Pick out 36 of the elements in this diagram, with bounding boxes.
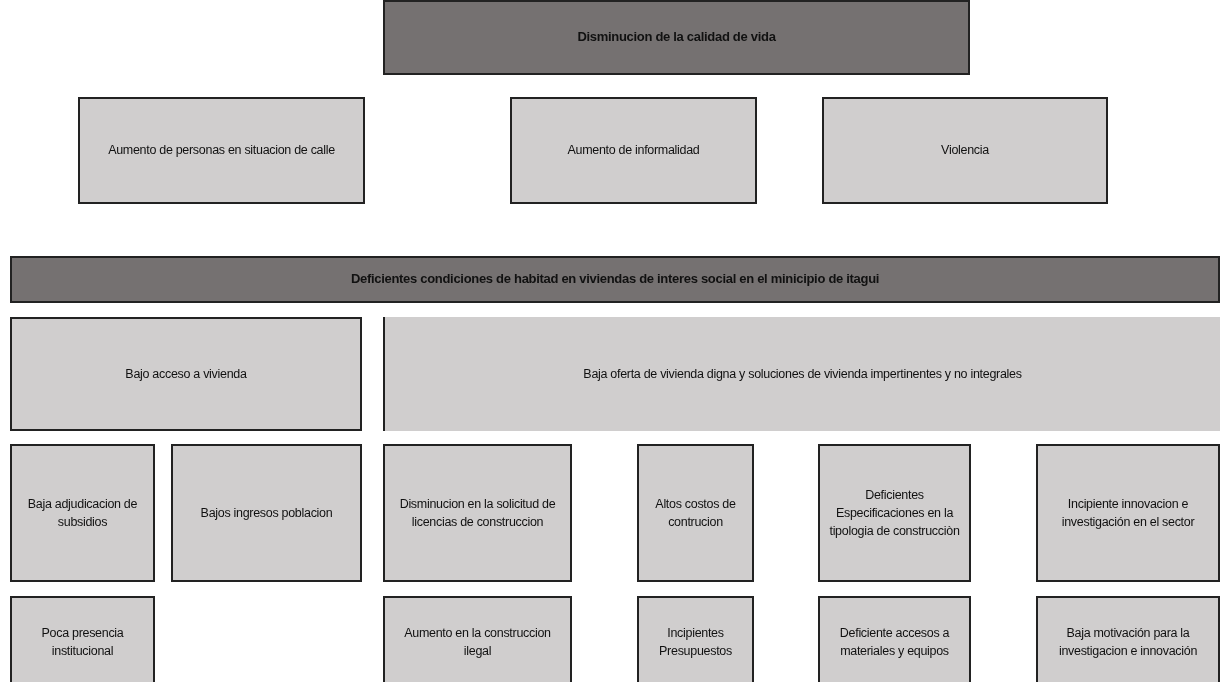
cause-box <box>1036 444 1220 582</box>
cause-box <box>10 317 362 431</box>
problem-box <box>383 0 970 75</box>
box-label: Incipientes Presupuestos <box>658 624 733 660</box>
box-label: Altos costos de contrucion <box>654 495 737 531</box>
box-label: Poca presencia institucional <box>40 624 125 660</box>
box-label: Baja motivación para la investigacion e innovación <box>1057 624 1199 660</box>
box-label: Deficiente accesos a materiales y equipos <box>838 624 951 660</box>
box-label: Deficientes Especificaciones en la tipologia de construcciòn <box>828 486 961 541</box>
cause-box <box>1036 596 1220 682</box>
cause-box <box>383 317 1220 431</box>
cause-box <box>383 596 572 682</box>
box-label: Disminucion en la solicitud de licencias de construccion <box>398 495 557 531</box>
box-label: Deficientes condiciones de habitad en viviendas de interes social en el minicipio de itagui <box>350 270 880 289</box>
cause-box <box>822 97 1108 204</box>
problem-box <box>10 256 1220 303</box>
box-label: Bajo acceso a vivienda <box>125 365 247 383</box>
cause-box <box>10 444 155 582</box>
box-label: Disminucion de la calidad de vida <box>577 28 776 47</box>
cause-box <box>818 444 971 582</box>
cause-box <box>637 596 754 682</box>
box-label: Bajos ingresos poblacion <box>200 504 333 522</box>
cause-box <box>818 596 971 682</box>
box-label: Aumento de personas en situacion de calle <box>108 142 335 160</box>
cause-box <box>10 596 155 682</box>
box-label: Aumento en la construccion ilegal <box>403 624 552 660</box>
box-label: Incipiente innovacion e investigación en el sector <box>1060 495 1196 531</box>
box-label: Baja adjudicacion de subsidios <box>26 495 139 531</box>
box-label: Aumento de informalidad <box>567 142 700 160</box>
box-label: Baja oferta de vivienda digna y soluciones de vivienda impertinentes y no integrales <box>583 365 1022 383</box>
cause-box <box>637 444 754 582</box>
cause-box <box>171 444 362 582</box>
cause-box <box>510 97 757 204</box>
cause-box <box>383 444 572 582</box>
box-label: Violencia <box>941 142 989 160</box>
cause-box <box>78 97 365 204</box>
